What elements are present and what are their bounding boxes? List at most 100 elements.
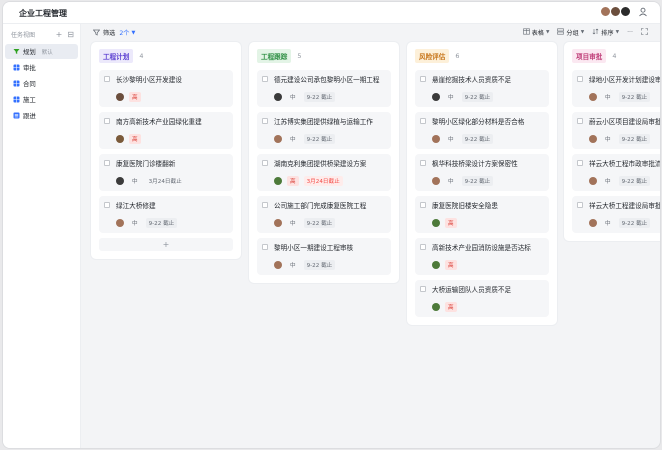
collapse-icon[interactable]: ⊟ — [67, 30, 74, 39]
task-card[interactable]: 长沙黎明小区开发建设高 — [99, 70, 233, 107]
priority-badge: 高 — [445, 302, 457, 312]
task-title: 长沙黎明小区开发建设 — [116, 76, 182, 84]
task-card[interactable]: 南方高新技术产业园绿化重建高 — [99, 112, 233, 149]
task-checkbox[interactable] — [577, 202, 583, 208]
due-date: 9-22 截止 — [461, 92, 494, 102]
column-label[interactable]: 项目审批 — [572, 49, 607, 63]
task-card[interactable]: 祥云大桥工程市政审批流程中9-22 截止 — [572, 154, 660, 191]
task-title: 黎明小区绿化部分材料是否合格 — [432, 118, 525, 126]
assignee-avatar[interactable] — [589, 93, 597, 101]
assignee-avatar[interactable] — [432, 303, 440, 311]
sidebar-item-1[interactable]: 审批 — [5, 60, 78, 75]
assignee-avatar[interactable] — [432, 93, 440, 101]
assignee-avatar[interactable] — [432, 261, 440, 269]
more-icon[interactable]: ··· — [627, 29, 633, 36]
task-card[interactable]: 高新技术产业园消防设施是否达标高 — [415, 238, 549, 275]
priority-badge: 中 — [448, 137, 454, 143]
assignee-avatar[interactable] — [116, 177, 124, 185]
task-card[interactable]: 绿地小区开发计划建设审批中9-22 截止 — [572, 70, 660, 107]
tool-table-button[interactable]: 表格▼ — [522, 28, 549, 37]
task-checkbox[interactable] — [420, 244, 426, 250]
assignee-avatar[interactable] — [432, 219, 440, 227]
task-checkbox[interactable] — [104, 118, 110, 124]
toolbar: 筛选 2个 ▼ 表格▼ 分组▼ 排序▼ ··· — [81, 24, 660, 40]
task-card[interactable]: 康复医院旧楼安全隐患高 — [415, 196, 549, 233]
task-checkbox[interactable] — [262, 244, 268, 250]
priority-badge: 中 — [290, 137, 296, 143]
sidebar-item-0[interactable]: 规划默认 — [5, 44, 78, 59]
task-title: 悬崖挖掘技术人员资质不足 — [432, 76, 512, 84]
task-checkbox[interactable] — [420, 202, 426, 208]
assignee-avatar[interactable] — [432, 135, 440, 143]
sidebar-item-3[interactable]: 施工 — [5, 92, 78, 107]
plus-icon[interactable]: + — [55, 30, 63, 39]
assignee-avatar[interactable] — [116, 93, 124, 101]
due-date: 9-22 截止 — [145, 218, 178, 228]
sidebar: 任务视图 + ⊟ 规划默认审批合同施工跟进 — [3, 24, 81, 448]
assignee-avatar[interactable] — [116, 135, 124, 143]
task-checkbox[interactable] — [104, 160, 110, 166]
top-bar: 企业工程管理 — [3, 2, 660, 24]
due-date: 9-22 截止 — [303, 134, 336, 144]
due-date: 9-22 截止 — [618, 218, 651, 228]
tool-label: 排序 — [601, 30, 614, 37]
tool-sort-button[interactable]: 排序▼ — [592, 28, 619, 37]
priority-badge: 中 — [290, 95, 296, 101]
task-title: 蔚云小区项目建设局审批 — [589, 118, 660, 126]
task-checkbox[interactable] — [420, 118, 426, 124]
column-label[interactable]: 工程跟踪 — [257, 49, 292, 63]
task-checkbox[interactable] — [420, 160, 426, 166]
sidebar-item-2[interactable]: 合同 — [5, 76, 78, 91]
tool-group-button[interactable]: 分组▼ — [557, 28, 584, 37]
task-title: 绿地小区开发计划建设审批 — [589, 76, 660, 84]
assignee-avatar[interactable] — [274, 261, 282, 269]
task-checkbox[interactable] — [577, 160, 583, 166]
task-checkbox[interactable] — [104, 202, 110, 208]
assignee-avatar[interactable] — [432, 177, 440, 185]
table-icon — [522, 28, 530, 37]
task-checkbox[interactable] — [262, 76, 268, 82]
assignee-avatar[interactable] — [274, 177, 282, 185]
task-checkbox[interactable] — [420, 76, 426, 82]
task-checkbox[interactable] — [262, 118, 268, 124]
filter-button[interactable]: 筛选 2个 ▼ — [93, 28, 135, 37]
assignee-avatar[interactable] — [274, 219, 282, 227]
funnel-icon — [13, 48, 20, 55]
task-checkbox[interactable] — [104, 76, 110, 82]
add-card-button[interactable]: + — [99, 238, 233, 251]
task-checkbox[interactable] — [577, 76, 583, 82]
fullscreen-icon[interactable] — [641, 28, 648, 37]
assignee-avatar[interactable] — [274, 93, 282, 101]
user-icon[interactable] — [638, 7, 648, 17]
sidebar-item-4[interactable]: 跟进 — [5, 108, 78, 123]
assignee-avatar[interactable] — [589, 219, 597, 227]
task-checkbox[interactable] — [420, 286, 426, 292]
task-checkbox[interactable] — [577, 118, 583, 124]
assignee-avatar[interactable] — [589, 135, 597, 143]
column-label[interactable]: 工程计划 — [99, 49, 134, 63]
assignee-avatar[interactable] — [589, 177, 597, 185]
collaborator-avatar[interactable] — [620, 6, 631, 17]
assignee-avatar[interactable] — [116, 219, 124, 227]
task-checkbox[interactable] — [262, 202, 268, 208]
assignee-avatar[interactable] — [274, 135, 282, 143]
column-label[interactable]: 风险评估 — [415, 49, 450, 63]
priority-badge: 高 — [129, 92, 141, 102]
app-title: 企业工程管理 — [19, 9, 67, 18]
task-card[interactable]: 大桥运输团队人员资质不足高 — [415, 280, 549, 317]
task-checkbox[interactable] — [262, 160, 268, 166]
